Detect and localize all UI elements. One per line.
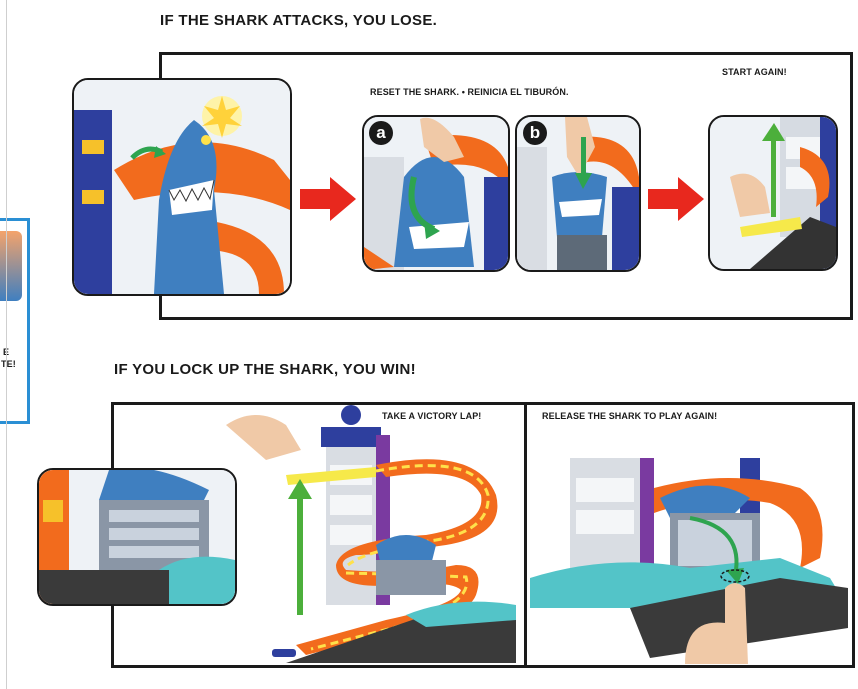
step-a-badge: a (369, 121, 393, 145)
left-panel-image (0, 231, 22, 301)
victory-lap-caption: TAKE A VICTORY LAP! (382, 411, 482, 421)
reset-shark-caption: RESET THE SHARK. • REINICIA EL TIBURÓN. (370, 87, 569, 97)
red-arrow-icon-1 (300, 177, 356, 221)
locked-shark-photo (37, 468, 237, 606)
start-again-photo (708, 115, 838, 271)
step-b-badge: b (523, 121, 547, 145)
left-cropped-panel: E TE! (0, 218, 30, 424)
win-heading: IF YOU LOCK UP THE SHARK, YOU WIN! (114, 361, 416, 378)
release-shark-caption: RELEASE THE SHARK TO PLAY AGAIN! (542, 411, 718, 421)
left-panel-text-2: TE! (1, 359, 16, 369)
red-arrow-icon-2 (648, 177, 704, 221)
left-margin-line (6, 0, 7, 689)
lose-heading: IF THE SHARK ATTACKS, YOU LOSE. (160, 12, 438, 29)
start-again-caption: START AGAIN! (722, 67, 787, 77)
victory-lap-illustration (226, 405, 518, 663)
release-shark-illustration (530, 458, 848, 664)
win-frame-divider (524, 402, 527, 668)
step-b-photo (515, 115, 641, 272)
shark-attack-photo (72, 78, 292, 296)
